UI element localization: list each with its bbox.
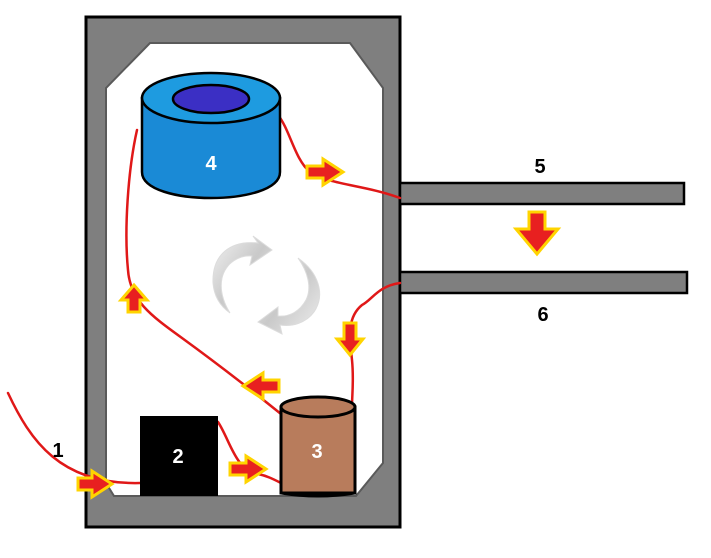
arrow-icon (117, 282, 151, 314)
arrow-icon (333, 321, 367, 358)
path-cup-to-ring (125, 128, 283, 416)
cup-container (279, 395, 357, 498)
label-4: 4 (205, 153, 217, 175)
label-1: 1 (52, 440, 64, 462)
label-2: 2 (172, 446, 184, 468)
arrow-icon (240, 370, 281, 402)
lower-plate (398, 270, 689, 295)
arrow-icon (228, 453, 269, 485)
label-6: 6 (537, 304, 549, 326)
flow-arrows (76, 156, 367, 500)
path-input (6, 391, 142, 485)
black-box (140, 416, 218, 496)
upper-plate (398, 181, 686, 206)
arrow-icon (76, 468, 115, 500)
ring-cylinder (140, 71, 282, 200)
label-5: 5 (534, 156, 546, 178)
arrow-icon (305, 156, 346, 188)
label-3: 3 (311, 441, 323, 463)
down-arrow-icon (512, 210, 562, 257)
rotation-cycle-icon (212, 235, 321, 335)
